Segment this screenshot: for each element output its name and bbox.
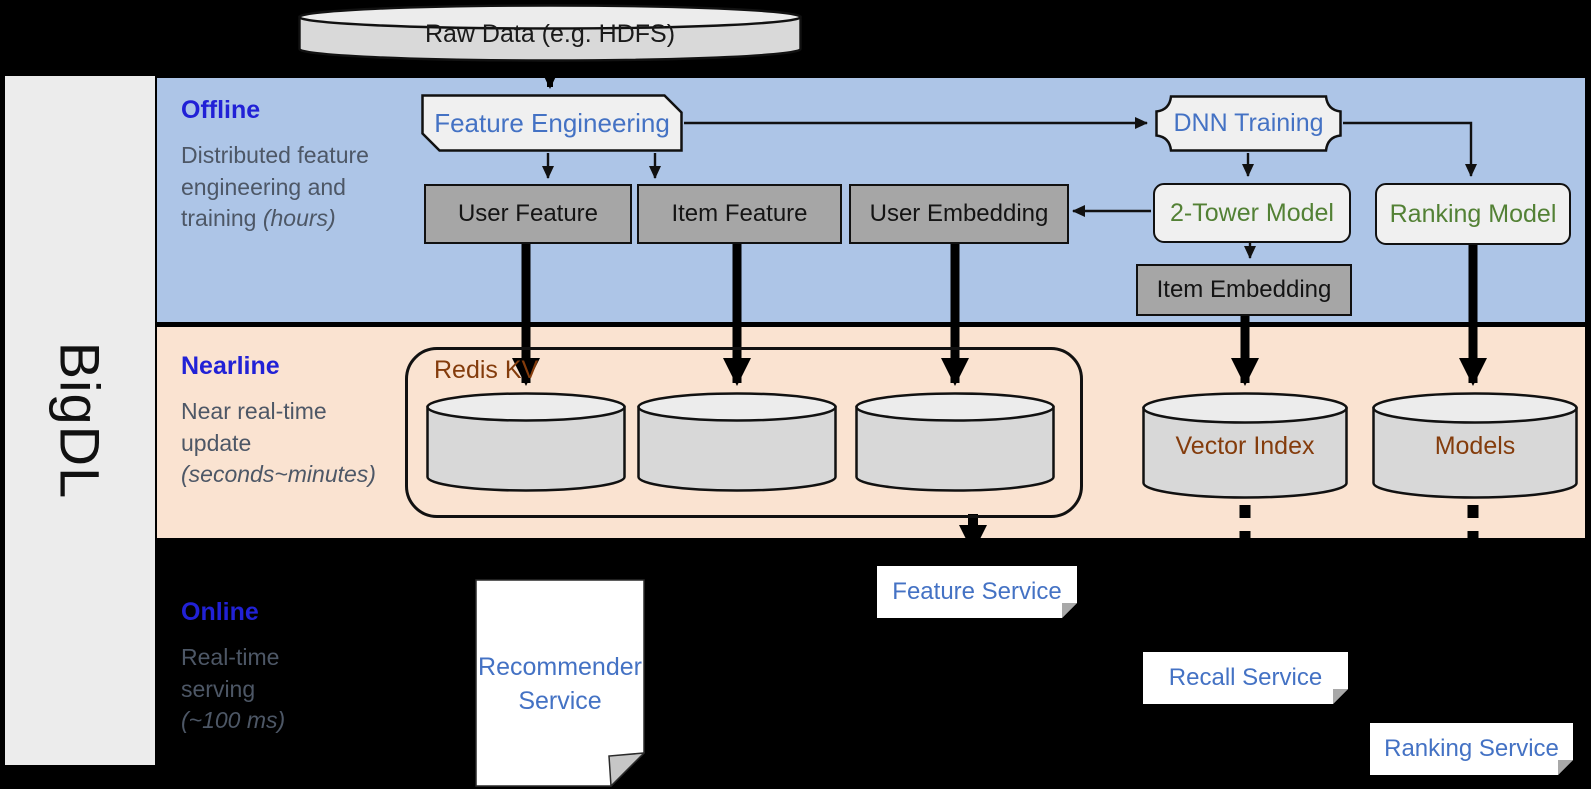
node-two-tower-model: 2-Tower Model <box>1153 183 1351 243</box>
nearline-description-note: (seconds~minutes) <box>181 461 376 488</box>
cylinder-shape <box>1142 392 1348 499</box>
online-lane-label: Online <box>181 598 259 626</box>
offline-description-text: Distributed feature engineering and trai… <box>181 142 369 232</box>
online-description-note: (~100 ms) <box>181 707 286 734</box>
raw-data-store: Raw Data (e.g. HDFS) <box>298 4 802 62</box>
item-embedding-label: Item Embedding <box>1156 276 1332 303</box>
node-item-feature: Item Feature <box>637 184 842 244</box>
cylinder-shape <box>637 392 837 492</box>
cylinder-shape <box>426 392 626 492</box>
offline-description-note: (hours) <box>262 205 336 232</box>
item-feature-label: Item Feature <box>671 200 808 227</box>
cylinder-shape <box>1372 392 1578 499</box>
feature-engineering-label: Feature Engineering <box>434 107 670 138</box>
node-dnn-training: DNN Training <box>1155 95 1342 152</box>
folded-corner <box>1333 689 1348 704</box>
two-tower-model-label: 2-Tower Model <box>1170 198 1334 227</box>
offline-lane-description: Distributed feature engineering and trai… <box>181 140 381 235</box>
nearline-description-text: Near real-time update <box>181 398 327 456</box>
online-lane-description: Real-time serving (~100 ms) <box>181 642 303 737</box>
user-feature-label: User Feature <box>457 200 599 227</box>
recall-service-label: Recall Service <box>1168 664 1323 691</box>
document-shape <box>475 579 646 788</box>
nearline-lane-label: Nearline <box>181 352 280 380</box>
models-label: Models <box>1434 432 1516 460</box>
ranking-model-label: Ranking Model <box>1389 199 1557 228</box>
nearline-lane-description: Near real-time update (seconds~minutes) <box>181 396 399 491</box>
node-models: Models <box>1372 392 1578 500</box>
feature-service-label: Feature Service <box>892 578 1062 605</box>
snip-rectangle-shape <box>421 94 683 152</box>
cylinder-shape <box>298 4 802 62</box>
node-vector-index: Vector Index <box>1142 392 1348 500</box>
vector-index-label: Vector Index <box>1175 432 1315 460</box>
dnn-training-label: DNN Training <box>1173 109 1324 137</box>
raw-data-label: Raw Data (e.g. HDFS) <box>424 20 676 48</box>
node-feature-engineering: Feature Engineering <box>421 94 683 152</box>
node-ranking-service: Ranking Service <box>1370 723 1573 775</box>
cylinder-shape <box>855 392 1055 492</box>
ranking-service-label: Ranking Service <box>1384 735 1559 762</box>
node-feature-service: Feature Service <box>877 566 1077 618</box>
online-description-text: Real-time serving <box>181 644 280 702</box>
bigdl-label: BigDL <box>48 341 112 500</box>
plaque-shape <box>1155 95 1342 152</box>
user-embedding-label: User Embedding <box>869 200 1049 227</box>
node-recommender-service: Recommender Service <box>475 579 646 788</box>
node-ranking-model: Ranking Model <box>1375 183 1571 245</box>
offline-lane-label: Offline <box>181 96 261 124</box>
node-item-embedding: Item Embedding <box>1136 264 1352 316</box>
redis-cylinder-1 <box>426 392 626 492</box>
redis-cylinder-2 <box>637 392 837 492</box>
node-recall-service: Recall Service <box>1143 652 1348 704</box>
recommender-service-label: Recommender Service <box>478 653 642 715</box>
bigdl-brand-bar: BigDL <box>5 76 155 765</box>
redis-cylinder-3 <box>855 392 1055 492</box>
node-user-embedding: User Embedding <box>849 184 1069 244</box>
redis-kv-label: Redis KV <box>434 356 539 384</box>
folded-corner <box>1558 760 1573 775</box>
folded-corner <box>1062 603 1077 618</box>
node-user-feature: User Feature <box>424 184 632 244</box>
